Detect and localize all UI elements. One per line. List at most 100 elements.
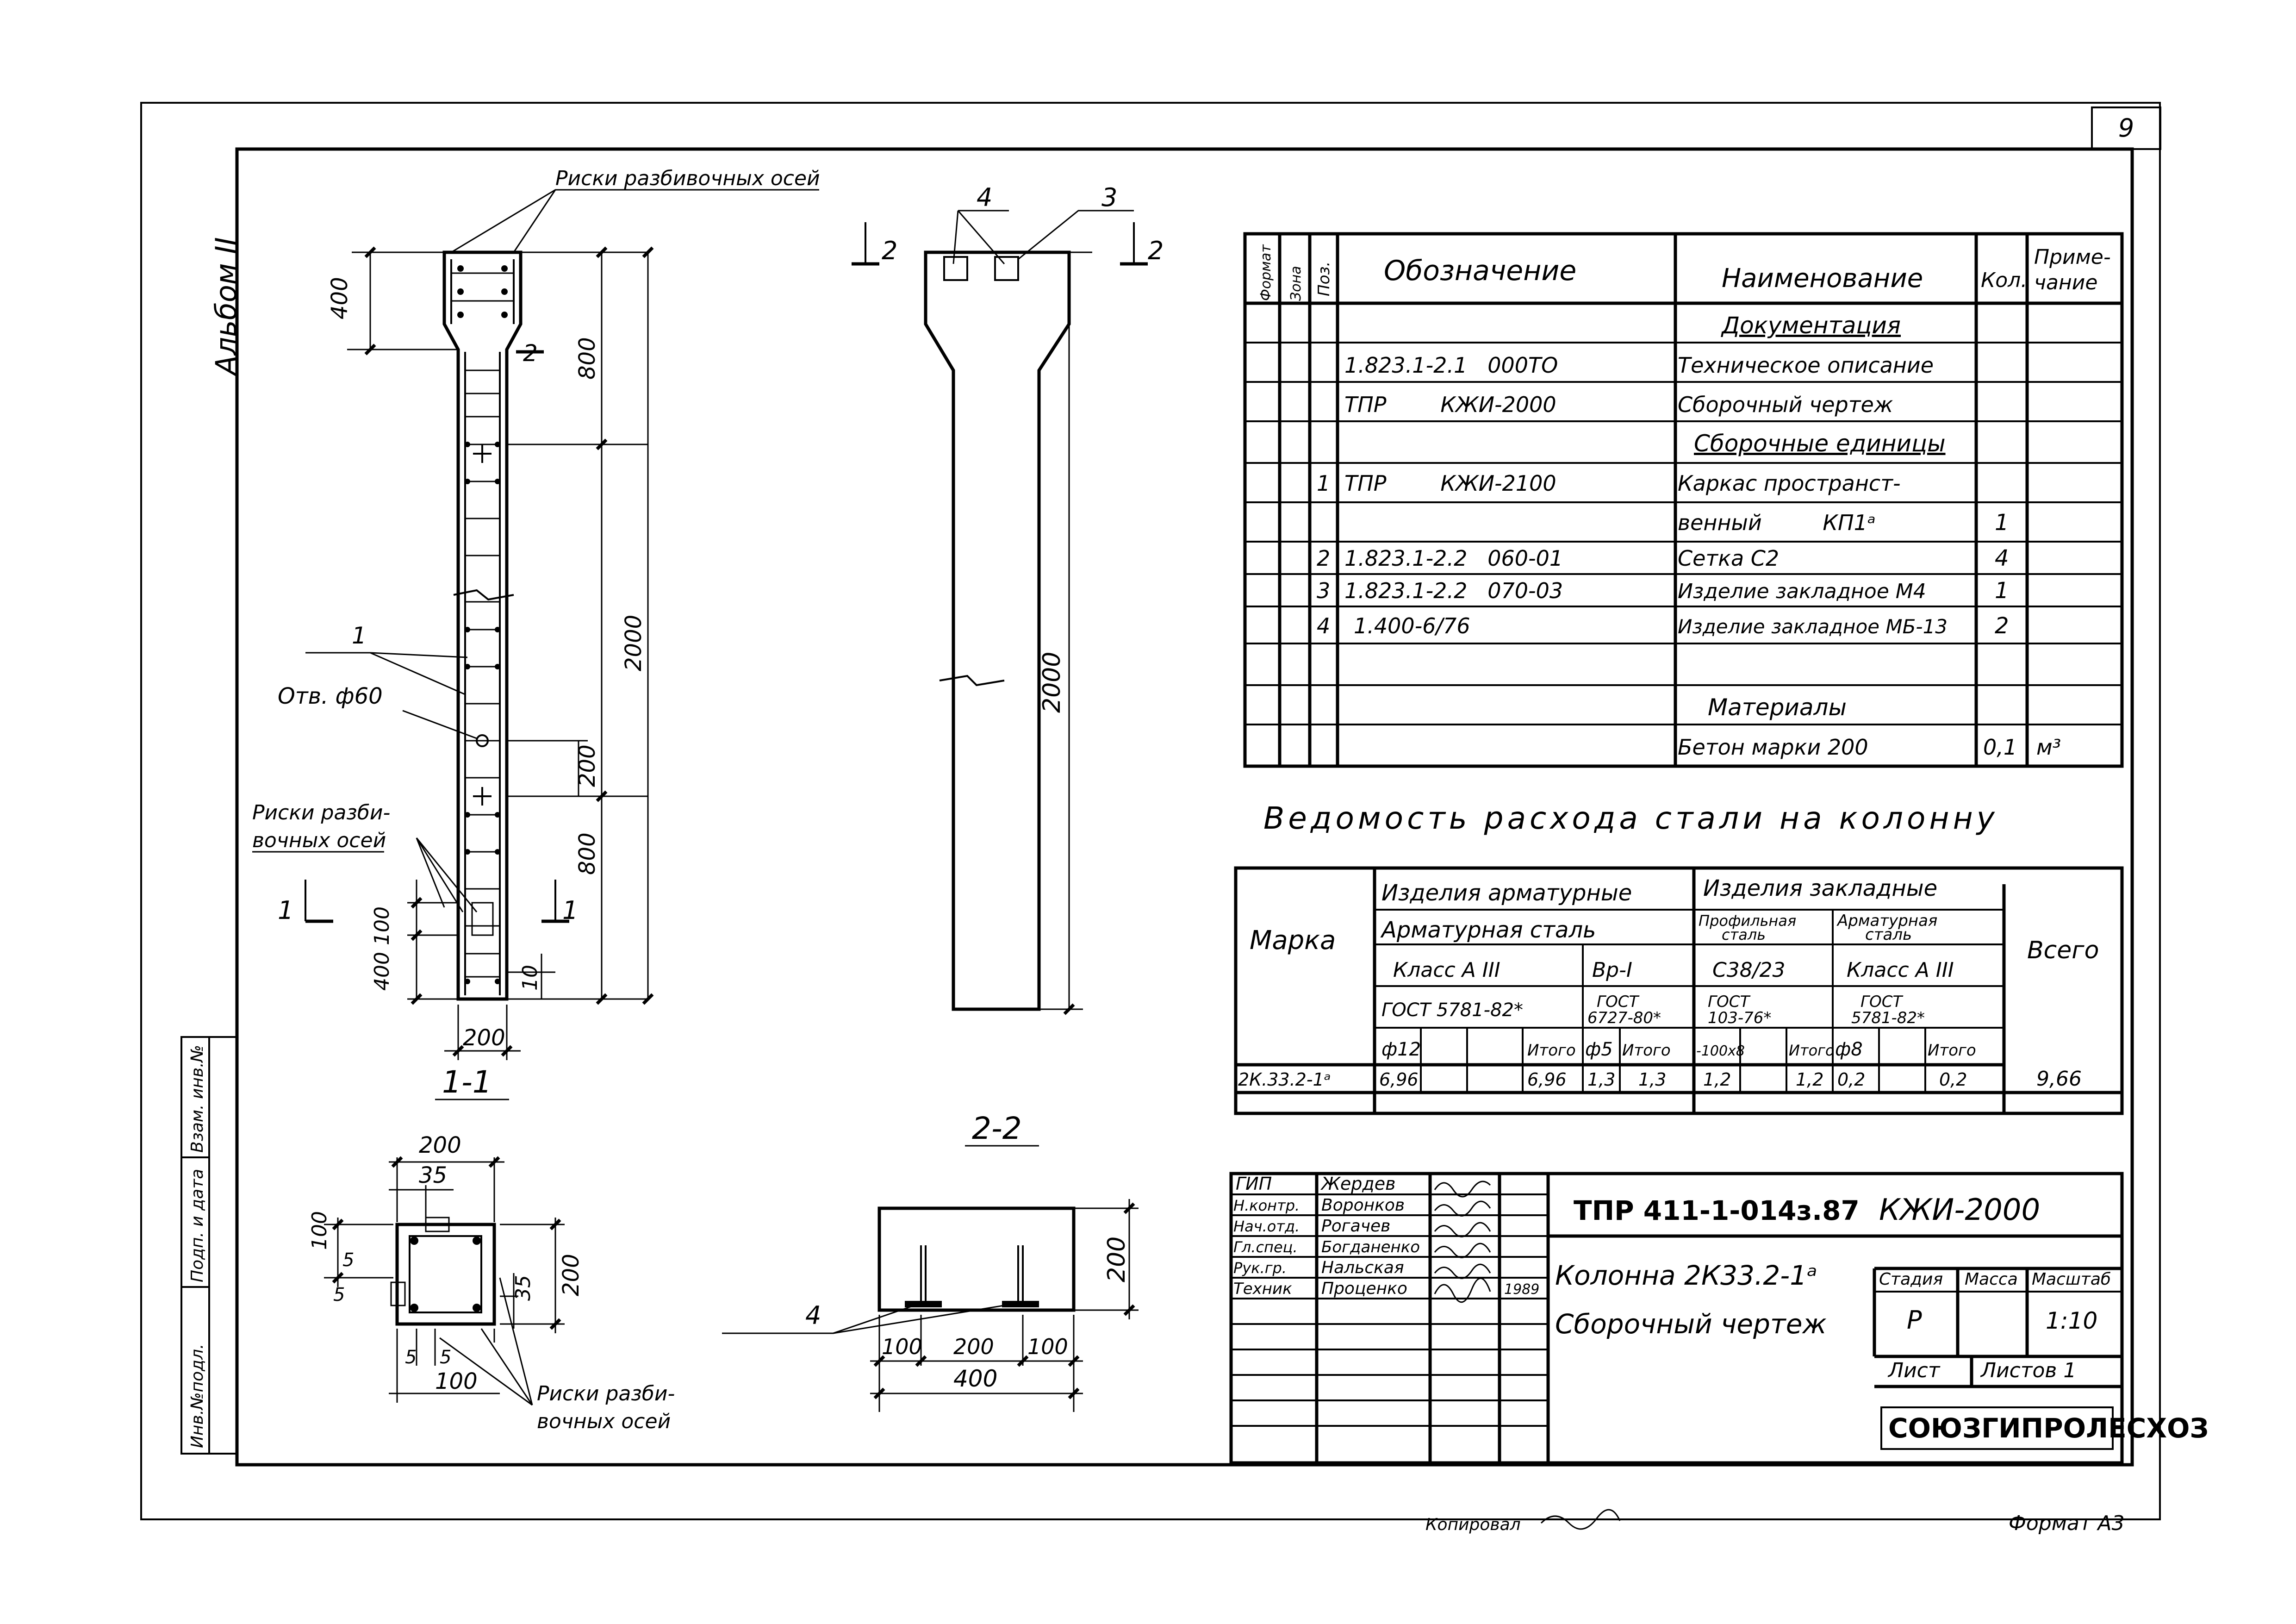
spec-name: Техническое описание: [1678, 353, 1934, 378]
cs-dim-200-w: 200: [419, 1132, 461, 1158]
section-mark-2-left: 2: [882, 236, 897, 265]
cs-callout: Риски разби-: [537, 1382, 675, 1405]
spec-designation: 1.823.1-2.1 000ТО: [1344, 353, 1558, 378]
spec-name: Каркас пространст-: [1678, 471, 1901, 496]
steel-h-profile-2: сталь: [1722, 926, 1766, 943]
steel-h-vr1: Вр-I: [1592, 958, 1632, 982]
steel-table: Марка Изделия арматурные Изделия закладн…: [1234, 866, 2124, 1115]
spec-designation: ТПР КЖИ-2000: [1344, 392, 1556, 417]
outer-frame: [140, 102, 2161, 1520]
s22-dim-200-h: 200: [1103, 1237, 1131, 1282]
dim-2000-side: 2000: [1038, 652, 1066, 713]
steel-h-rebar-steel2: Арматурная: [1836, 912, 1937, 930]
left-stamp: Инв.№подл. Подп. и дата Взам. инв.№: [180, 1036, 238, 1455]
dim-200: 200: [574, 744, 600, 787]
steel-h-gost3-b: 103-76*: [1708, 1009, 1771, 1027]
spec-name: Сетка С2: [1678, 546, 1779, 571]
item-4-label: 4: [977, 183, 992, 212]
sheet-number: 9: [2118, 113, 2134, 143]
dim-10: 10: [518, 965, 542, 991]
section-mark-2-right: 2: [1148, 236, 1164, 265]
role: Гл.спец.: [1233, 1238, 1298, 1256]
sheet-number-box: [2091, 106, 2161, 150]
spec-row: Материалы: [1708, 694, 1847, 721]
role: ГИП: [1236, 1174, 1272, 1194]
steel-h-mark: Марка: [1250, 925, 1336, 956]
spec-row: 3 1.823.1-2.2 070-03 Изделие закладное М…: [1317, 578, 2009, 604]
section-mark-1-right: 1: [562, 896, 578, 925]
spec-name: Изделие закладное МБ-13: [1678, 615, 1948, 638]
spec-qty: 0,1: [1983, 735, 2017, 760]
role: Рук.гр.: [1233, 1259, 1287, 1277]
scale-value: 1:10: [2046, 1307, 2097, 1334]
cs-dim-35: 35: [419, 1162, 447, 1188]
people-row: Техник Проценко 1989: [1233, 1279, 1539, 1298]
steel-h-class-a3b: Класс А III: [1847, 958, 1954, 982]
steel-sub: ф8: [1835, 1039, 1863, 1060]
spec-heading: Материалы: [1708, 694, 1847, 721]
stamp-replace: Взам. инв.№: [188, 1045, 207, 1153]
cs-dim-35-h: 35: [511, 1275, 535, 1301]
cs-dim-5d: 5: [440, 1347, 451, 1368]
cs-dim-5a: 5: [342, 1249, 354, 1271]
spec-row: Документация: [1721, 312, 1901, 339]
callout-axes-top: Риски разбивочных осей: [555, 167, 820, 190]
cs-dim-100: 100: [308, 1211, 331, 1250]
spec-name: Сборочный чертеж: [1678, 392, 1893, 417]
spec-row: Бетон марки 200 0,1 м³: [1678, 735, 2061, 760]
dim-2000: 2000: [621, 615, 647, 671]
steel-val: 6,96: [1527, 1069, 1567, 1090]
steel-h-class-a3: Класс А III: [1393, 958, 1500, 982]
stamp-sign: Подп. и дата: [188, 1169, 207, 1282]
section-mark-1-left: 1: [278, 896, 293, 925]
object-name: Колонна 2К33.2-1ᵃ: [1555, 1260, 1817, 1291]
steel-h-gost2: ГОСТ: [1597, 993, 1639, 1011]
h-mass: Масса: [1965, 1270, 2018, 1289]
steel-row-mark: 2К.33.2-1ᵃ: [1238, 1069, 1331, 1090]
spec-table: Формат Зона Поз. Обозначение Наименовани…: [1243, 232, 2124, 768]
s22-dim-100a: 100: [882, 1334, 922, 1359]
s22-item-4: 4: [805, 1301, 821, 1330]
s22-dim-200: 200: [953, 1334, 994, 1359]
cs-dim-100-b: 100: [435, 1368, 478, 1394]
dim-200-width: 200: [463, 1025, 505, 1051]
steel-h-gost3: ГОСТ: [1708, 993, 1750, 1011]
spec-heading: Сборочные единицы: [1694, 430, 1946, 457]
spec-qty: 1: [1995, 510, 2009, 536]
person: Нальская: [1321, 1258, 1404, 1277]
dim-800-bot: 800: [574, 832, 600, 875]
people-row: Рук.гр. Нальская: [1233, 1258, 1404, 1277]
person: Рогачев: [1321, 1217, 1390, 1236]
cs-dim-200-h: 200: [558, 1254, 584, 1296]
steel-h-gost4: ГОСТ: [1860, 993, 1903, 1011]
copied-by: Копировал: [1425, 1515, 1521, 1534]
spec-pos: 1: [1317, 471, 1330, 496]
section-mark-2: 2: [523, 340, 538, 367]
dim-800-top: 800: [574, 337, 600, 380]
people-row: Гл.спец. Богданенко: [1233, 1238, 1420, 1256]
person: Проценко: [1321, 1279, 1407, 1298]
steel-h-total: Всего: [2027, 937, 2099, 964]
sheets-label: Листов 1: [1980, 1359, 2076, 1382]
doc-number: КЖИ-2000: [1879, 1193, 2040, 1227]
steel-val: 6,96: [1379, 1069, 1419, 1090]
spec-name: Изделие закладное М4: [1678, 580, 1926, 603]
steel-sub: -100х8: [1696, 1043, 1745, 1059]
spec-designation: 1.823.1-2.2 070-03: [1344, 578, 1563, 603]
doc-code: ТПР 411-1-014з.87: [1574, 1195, 1860, 1226]
spec-h-name: Наименование: [1722, 263, 1923, 294]
spec-qty: 4: [1995, 545, 2009, 571]
item-3-label: 3: [1101, 183, 1117, 212]
spec-pos: 4: [1317, 613, 1330, 638]
steel-val: 1,2: [1796, 1069, 1823, 1090]
callout-axes-side-2: вочных осей: [252, 829, 386, 852]
steel-h-gost1: ГОСТ 5781-82*: [1381, 999, 1523, 1021]
doc-type: Сборочный чертеж: [1555, 1308, 1827, 1340]
spec-heading: Документация: [1721, 312, 1901, 339]
album-label: Альбом II: [209, 237, 243, 377]
steel-h-gost4-b: 5781-82*: [1851, 1009, 1925, 1027]
cs-callout-2: вочных осей: [537, 1410, 671, 1433]
steel-h-c38: С38/23: [1712, 958, 1786, 982]
hole-label: Отв. ф60: [278, 683, 383, 709]
